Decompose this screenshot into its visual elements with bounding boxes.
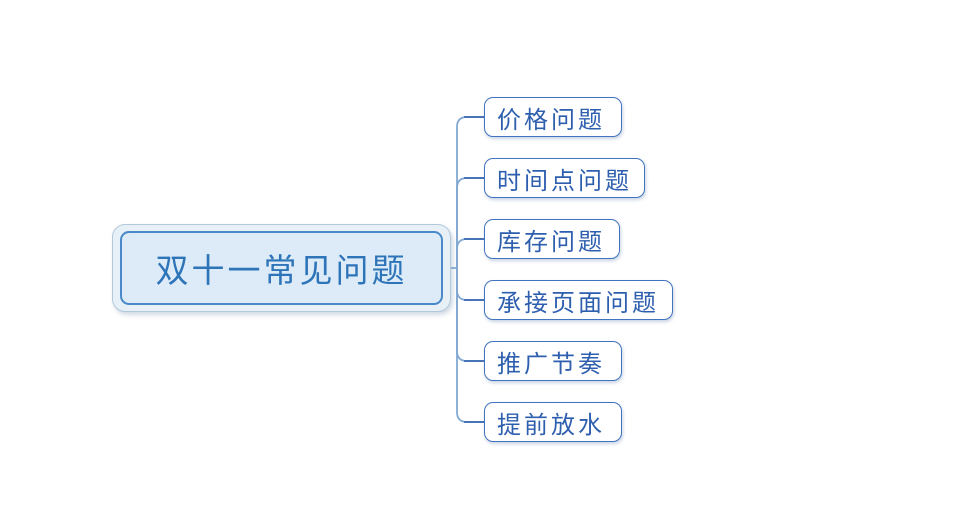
topic-timing[interactable]: 时间点问题 bbox=[484, 158, 645, 198]
topic-label: 价格问题 bbox=[497, 107, 605, 134]
root-topic-label: 双十一常见问题 bbox=[155, 254, 408, 290]
branch-connector-2 bbox=[456, 177, 485, 269]
topic-label: 库存问题 bbox=[497, 229, 605, 256]
branch-connector-3 bbox=[456, 238, 485, 269]
branch-connector-5 bbox=[456, 267, 485, 362]
root-topic-box: 双十一常见问题 bbox=[120, 231, 443, 305]
topic-inventory[interactable]: 库存问题 bbox=[484, 219, 620, 259]
topic-label: 推广节奏 bbox=[497, 351, 605, 378]
topic-early-release[interactable]: 提前放水 bbox=[484, 402, 622, 442]
topic-label: 提前放水 bbox=[497, 412, 605, 439]
topic-price[interactable]: 价格问题 bbox=[484, 97, 622, 137]
topic-label: 承接页面问题 bbox=[497, 290, 659, 317]
branch-connector-6 bbox=[456, 267, 485, 423]
topic-label: 时间点问题 bbox=[497, 168, 632, 195]
root-topic[interactable]: 双十一常见问题 bbox=[112, 224, 451, 312]
branch-connector-1 bbox=[456, 116, 485, 269]
topic-promotion-pace[interactable]: 推广节奏 bbox=[484, 341, 622, 381]
topic-landing-page[interactable]: 承接页面问题 bbox=[484, 280, 673, 320]
branch-connector-4 bbox=[456, 267, 485, 301]
